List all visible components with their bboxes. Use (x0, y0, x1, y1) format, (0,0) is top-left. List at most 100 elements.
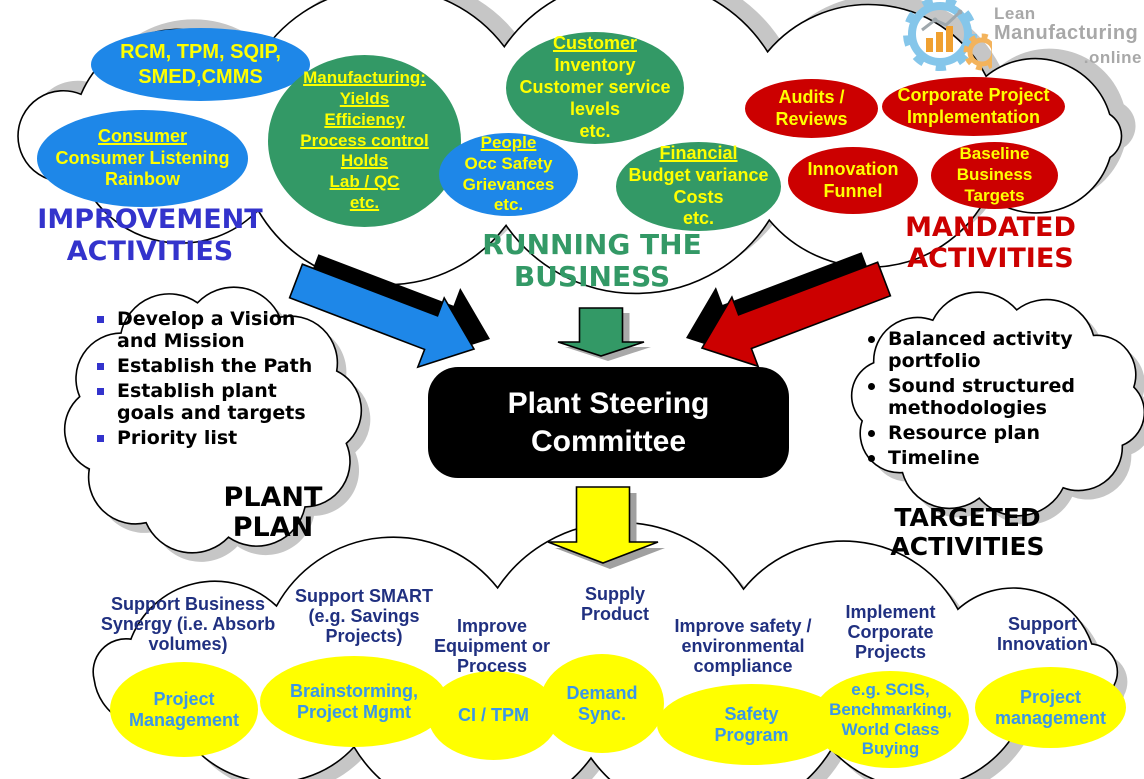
bottom-bubble-smart: Brainstorming, Project Mgmt (260, 656, 448, 747)
bubble-audits-line: Reviews (775, 108, 848, 129)
small-gear-ring (967, 37, 997, 67)
plant-plan-item: Establish plant goals and targets (97, 380, 327, 424)
bottom-header-corporate_projects: Implement Corporate Projects (845, 602, 936, 663)
bottom-header-equipment: Improve Equipment or Process (434, 616, 550, 677)
bubble-people-line: etc. (493, 195, 524, 215)
bottom-bubble-synergy: Project Management (110, 662, 258, 757)
chart-bar-icon (936, 32, 943, 52)
plant-steering-committee-box: Plant Steering Committee (428, 367, 789, 478)
bullet-icon (97, 363, 104, 371)
plant-plan-item-text: Priority list (117, 427, 238, 450)
big-gear-teeth (903, 0, 977, 71)
targeted-item-text: Balanced activity portfolio (888, 328, 1073, 373)
plant-plan-item-text: Establish plant goals and targets (117, 380, 306, 425)
bubble-corporate-line: Corporate Project (897, 84, 1050, 105)
logo-text-lean: Lean (994, 4, 1036, 23)
bubble-manufacturing-line: Process control (300, 130, 429, 150)
bubble-rcm-line: SMED,CMMS (138, 65, 263, 88)
chart-bar-icon (926, 38, 933, 52)
plant-plan-item: Priority list (97, 427, 327, 449)
plant-plan-item: Develop a Vision and Mission (97, 308, 327, 352)
bubble-customer-line: Customer (552, 33, 637, 54)
improvement-arrow (288, 263, 476, 369)
plan-down-arrow (547, 486, 659, 564)
targeted-item: Balanced activity portfolio (868, 328, 1103, 372)
bubble-manufacturing-line: Holds (340, 151, 389, 171)
bubble-consumer-line: Rainbow (105, 169, 180, 190)
bubble-customer-line: Customer service (519, 77, 671, 98)
bubble-innovation-line: Funnel (823, 180, 883, 201)
mandated-activities-label: MANDATED ACTIVITIES (905, 212, 1076, 275)
bubble-innovation-line: Innovation (807, 158, 899, 179)
bubble-baseline-line: Business (956, 165, 1033, 185)
targeted-activities-label: TARGETED ACTIVITIES (890, 503, 1045, 561)
bubble-consumer-line: Consumer (97, 125, 187, 146)
targeted-item-text: Sound structured methodologies (888, 375, 1076, 420)
bullet-icon (97, 435, 104, 443)
bottom-header-supply: Supply Product (580, 584, 649, 625)
bottom-bubble-supply: Demand Sync. (540, 654, 664, 753)
bubble-manufacturing-line: Efficiency (324, 109, 405, 129)
bubble-manufacturing-line: Manufacturing: (303, 68, 426, 88)
bubble-manufacturing-line: etc. (349, 192, 380, 212)
big-gear-ring (908, 2, 972, 66)
bubble-customer-line: Inventory (554, 55, 636, 76)
logo-gears-icon (903, 0, 1001, 71)
bottom-bubble-equipment: CI / TPM (428, 671, 559, 760)
plant-plan-item-text: Establish the Path (117, 355, 313, 378)
bullet-icon (868, 455, 875, 463)
bottom-header-smart: Support SMART (e.g. Savings Projects) (295, 586, 433, 647)
bubble-rcm: RCM, TPM, SQIP,SMED,CMMS (91, 28, 310, 101)
bottom-bubble-innovation_support: Project management (975, 667, 1126, 748)
chart-bar-icon (946, 26, 953, 52)
bubble-baseline-line: Baseline (959, 144, 1030, 164)
bubble-corporate-line: Implementation (906, 106, 1040, 127)
bubble-baseline-line: Targets (964, 185, 1025, 205)
plant-plan-cloud (63, 286, 363, 554)
bottom-bubble-corporate_projects: e.g. SCIS, Benchmarking, World Class Buy… (812, 671, 969, 768)
bubble-rcm-line: RCM, TPM, SQIP, (120, 41, 281, 64)
bubble-customer-line: levels (569, 98, 621, 119)
targeted-cloud (850, 291, 1144, 517)
trend-line-icon (921, 10, 962, 32)
targeted-item-text: Resource plan (888, 422, 1040, 445)
running-the-business-label: RUNNING THE BUSINESS (482, 228, 702, 294)
bubble-financial-line: Costs (673, 186, 724, 207)
trend-dot-icon (957, 9, 963, 15)
bubble-manufacturing-line: Lab / QC (329, 172, 400, 192)
bubble-customer-line: etc. (579, 120, 611, 141)
plant-plan-item-text: Develop a Vision and Mission (117, 308, 296, 353)
targeted-item: Resource plan (868, 422, 1103, 444)
bullet-icon (97, 316, 104, 323)
bullet-icon (868, 430, 875, 438)
improvement-activities-label: IMPROVEMENT ACTIVITIES (37, 204, 263, 267)
bullet-icon (868, 336, 875, 343)
bubble-people-line: Grievances (462, 174, 555, 194)
bubble-people-line: Occ Safety (464, 153, 553, 173)
plant-plan-label: PLANT PLAN (223, 482, 323, 544)
trend-dot-icon (932, 17, 938, 23)
bottom-header-synergy: Support Business Synergy (i.e. Absorb vo… (100, 594, 276, 655)
targeted-item: Sound structured methodologies (868, 375, 1103, 419)
bubble-manufacturing-line: Yields (339, 89, 390, 109)
logo-text-online: .online (1083, 48, 1142, 67)
running-arrow (557, 307, 645, 357)
mandated-arrow (700, 261, 892, 368)
bubble-financial-line: Budget variance (628, 164, 769, 185)
bubble-audits: Audits /Reviews (745, 79, 878, 138)
logo-text-manufacturing: Manufacturing (994, 22, 1139, 44)
bubble-financial-line: etc. (682, 208, 715, 229)
bottom-header-safety: Improve safety / environmental complianc… (674, 616, 812, 677)
lean-manufacturing-online-logo: Lean Manufacturing .online (902, 0, 1144, 78)
bullet-icon (868, 383, 875, 391)
